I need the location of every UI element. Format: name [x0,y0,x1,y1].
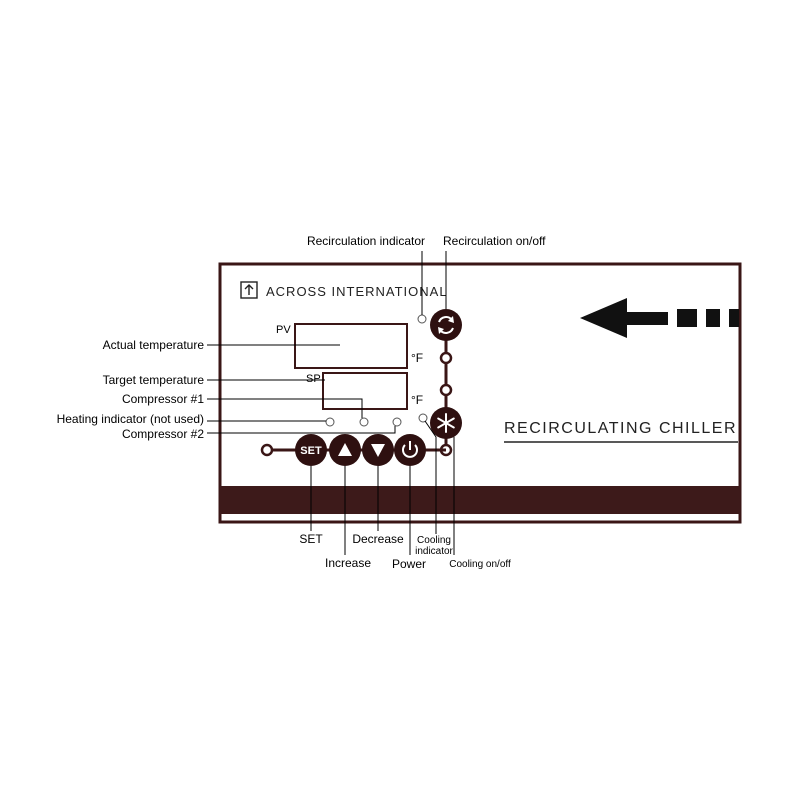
label-recirculation-indicator: Recirculation indicator [307,234,425,248]
label-heating-indicator: Heating indicator (not used) [57,412,204,426]
button-row-node [260,443,274,457]
panel-title: RECIRCULATING CHILLER [504,420,737,437]
label-compressor-2: Compressor #2 [122,427,204,441]
leader-lines [207,251,455,555]
cooling-indicator-led [418,413,428,423]
label-compressor-1: Compressor #1 [122,392,204,406]
triangle-down-icon [371,444,385,457]
pv-label: PV [276,324,291,336]
label-cooling-onoff: Cooling on/off [449,559,511,570]
set-button-label: SET [300,445,322,457]
pv-display [294,323,408,369]
sp-unit: °F [411,393,423,407]
power-icon [402,441,418,458]
cooling-button[interactable] [430,407,462,439]
label-cooling-indicator-line1: Cooling [417,535,451,546]
label-increase: Increase [325,556,371,570]
flow-arrow-icon [580,298,739,338]
label-cooling-indicator-line2: indicator [415,546,453,557]
label-set: SET [299,532,323,546]
connector-node-1 [439,351,453,365]
recirculation-button[interactable] [430,309,462,341]
heating-indicator-led [325,417,335,427]
label-power: Power [392,557,426,571]
increase-button[interactable] [329,434,361,466]
set-button[interactable]: SET [295,434,327,466]
pv-unit: °F [411,351,423,365]
sp-label: SP [306,373,321,385]
power-button[interactable] [394,434,426,466]
panel-bottom-band [220,486,740,514]
panel-border [218,262,742,524]
label-target-temperature: Target temperature [103,373,205,387]
compressor-2-led [392,417,402,427]
label-actual-temperature: Actual temperature [103,338,205,352]
recirculation-icon [438,316,454,334]
brand-logo-icon [240,281,258,299]
recirculation-indicator-led [417,314,427,324]
brand-name: ACROSS INTERNATIONAL [266,284,448,299]
triangle-up-icon [338,443,352,456]
connector-node-2 [439,383,453,397]
snowflake-icon [437,413,455,433]
label-decrease: Decrease [352,532,404,546]
label-recirculation-onoff: Recirculation on/off [443,234,546,248]
sp-display [322,372,408,410]
compressor-1-led [359,417,369,427]
decrease-button[interactable] [362,434,394,466]
